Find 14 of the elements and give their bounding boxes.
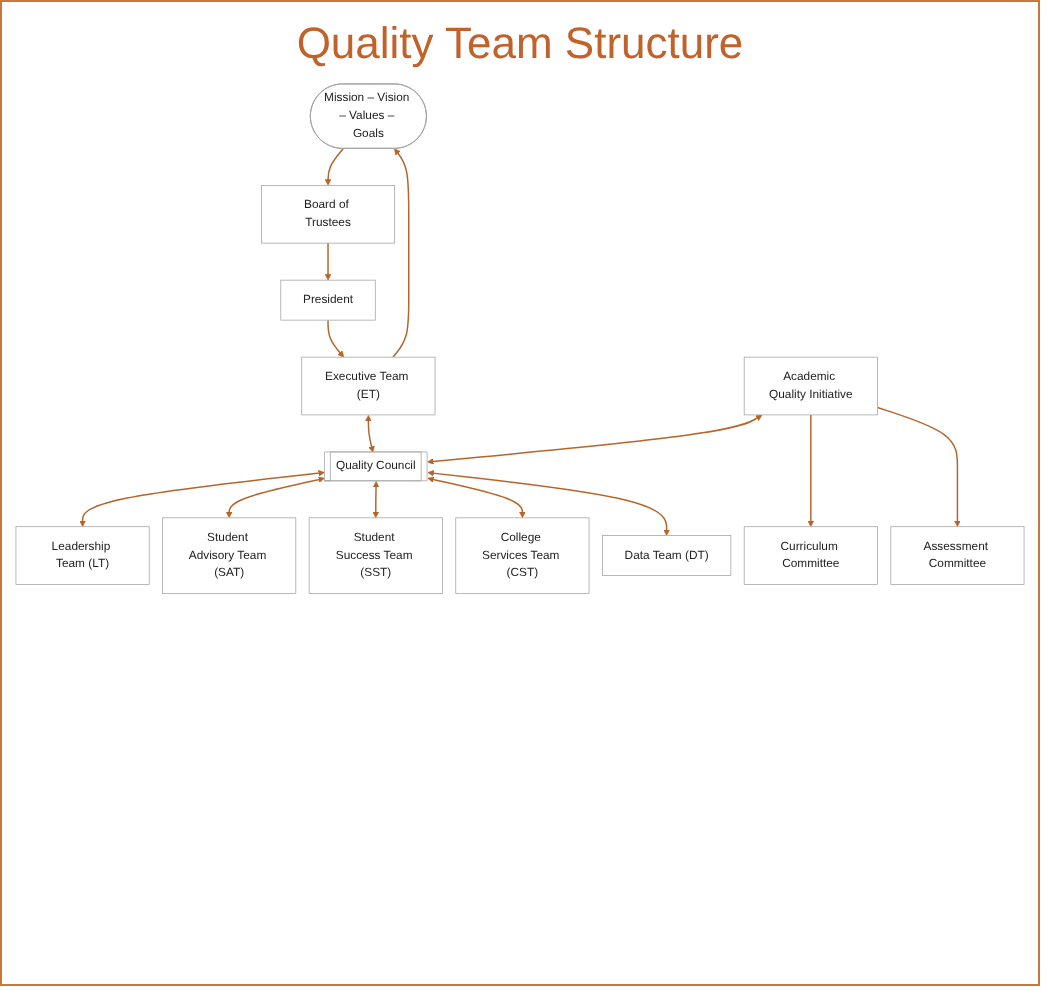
arrow — [876, 406, 961, 527]
arrow — [372, 481, 380, 519]
arrow — [327, 319, 345, 358]
arrow — [324, 147, 344, 186]
arrow — [365, 414, 375, 453]
arrow — [225, 476, 325, 519]
arrow — [392, 148, 410, 358]
arrow — [807, 414, 815, 527]
arrow — [427, 470, 670, 536]
arrow — [427, 414, 763, 465]
diagram-title: Quality Team Structure — [296, 18, 744, 70]
arrow — [427, 476, 526, 519]
arrow — [79, 469, 325, 527]
arrow — [324, 242, 332, 281]
